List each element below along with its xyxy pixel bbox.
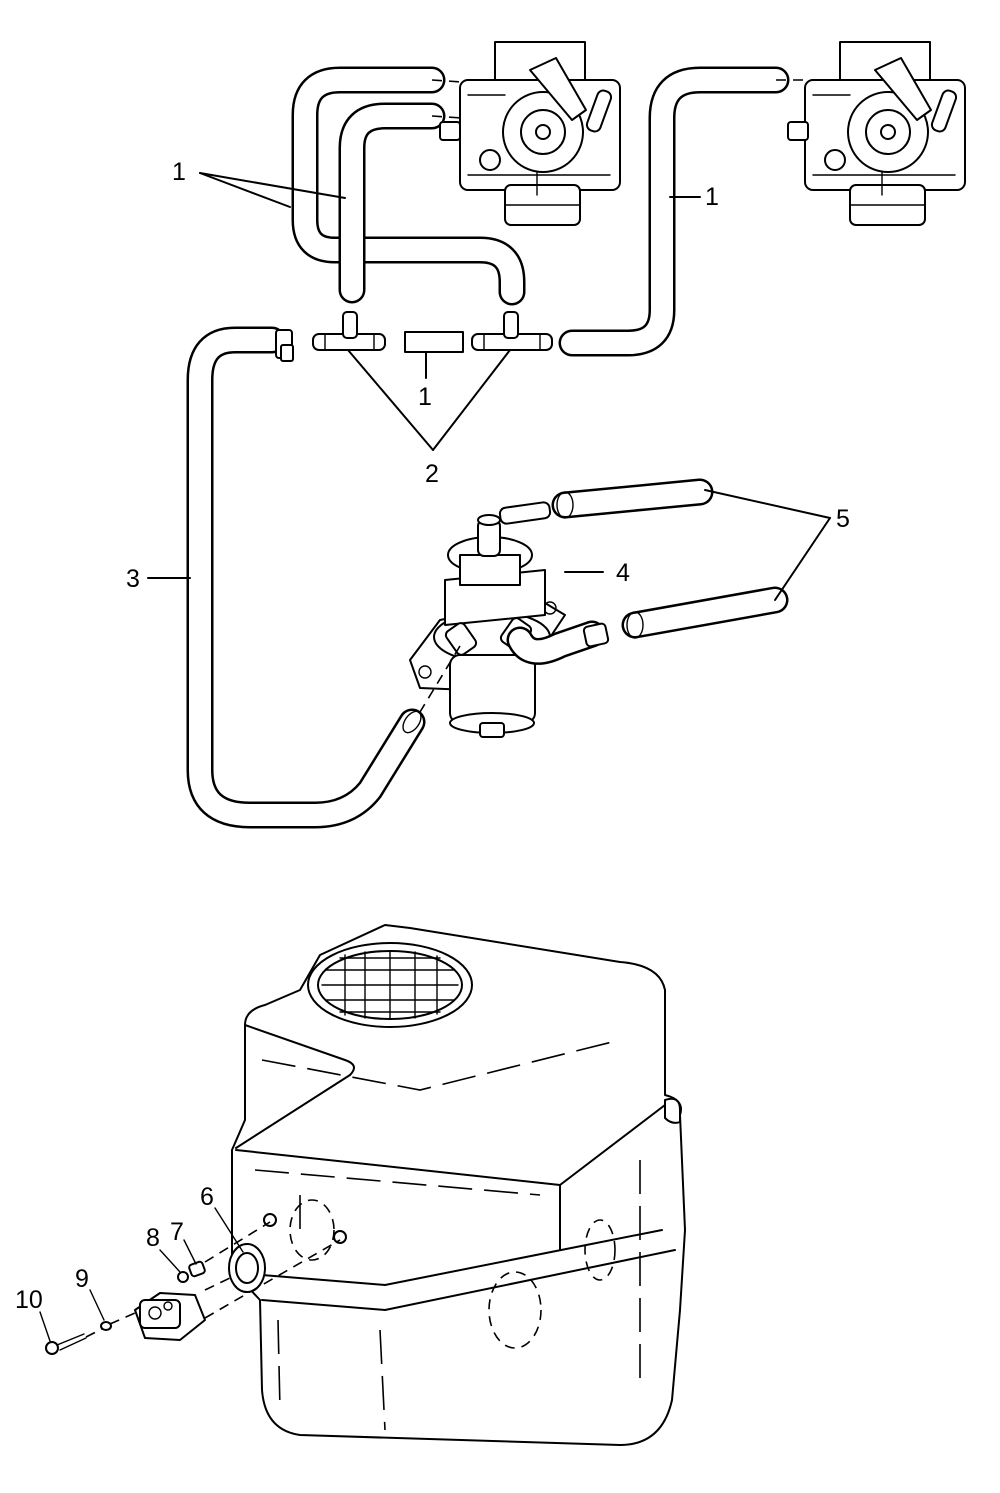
hose-5-lower [621, 586, 789, 639]
callout-4: 4 [616, 559, 630, 587]
callout-8: 8 [146, 1224, 160, 1252]
callout-1-center: 1 [418, 383, 432, 411]
fuel-sender-assembly [45, 1243, 266, 1355]
hose-3-long [186, 326, 426, 829]
callout-1-right: 1 [705, 183, 719, 211]
hose-left-carb-inner [338, 102, 446, 304]
fuel-tank [231, 924, 686, 1446]
callout-2: 2 [425, 460, 439, 488]
t-fitting-left [312, 311, 386, 351]
hose-clamp [275, 329, 294, 362]
connection-dashes-top [431, 79, 808, 119]
fuel-pump [409, 501, 610, 738]
hose-1-short-piece [404, 331, 464, 353]
pump-inlet-dash [419, 645, 461, 713]
filter-screen-grid [321, 950, 459, 1020]
callout-5: 5 [836, 505, 850, 533]
fuel-hoses [186, 66, 790, 829]
carburetor-right [787, 41, 966, 226]
callout-6: 6 [200, 1183, 214, 1211]
carburetor-left [439, 41, 621, 226]
callout-labels: 1 1 1 2 3 4 5 6 7 8 9 10 [15, 158, 850, 1314]
t-fitting-right [471, 311, 553, 351]
callout-7: 7 [170, 1218, 184, 1246]
hose-right-carb [558, 66, 790, 357]
callout-10: 10 [15, 1286, 43, 1314]
hose-left-carb-outer [291, 66, 526, 306]
hose-ends [402, 491, 644, 734]
hose-5-upper [551, 478, 714, 519]
callout-9: 9 [75, 1265, 89, 1293]
sender-dashes [85, 1221, 341, 1338]
leader-lines [39, 172, 831, 1342]
callout-3: 3 [126, 565, 140, 593]
callout-1-left: 1 [172, 158, 186, 186]
